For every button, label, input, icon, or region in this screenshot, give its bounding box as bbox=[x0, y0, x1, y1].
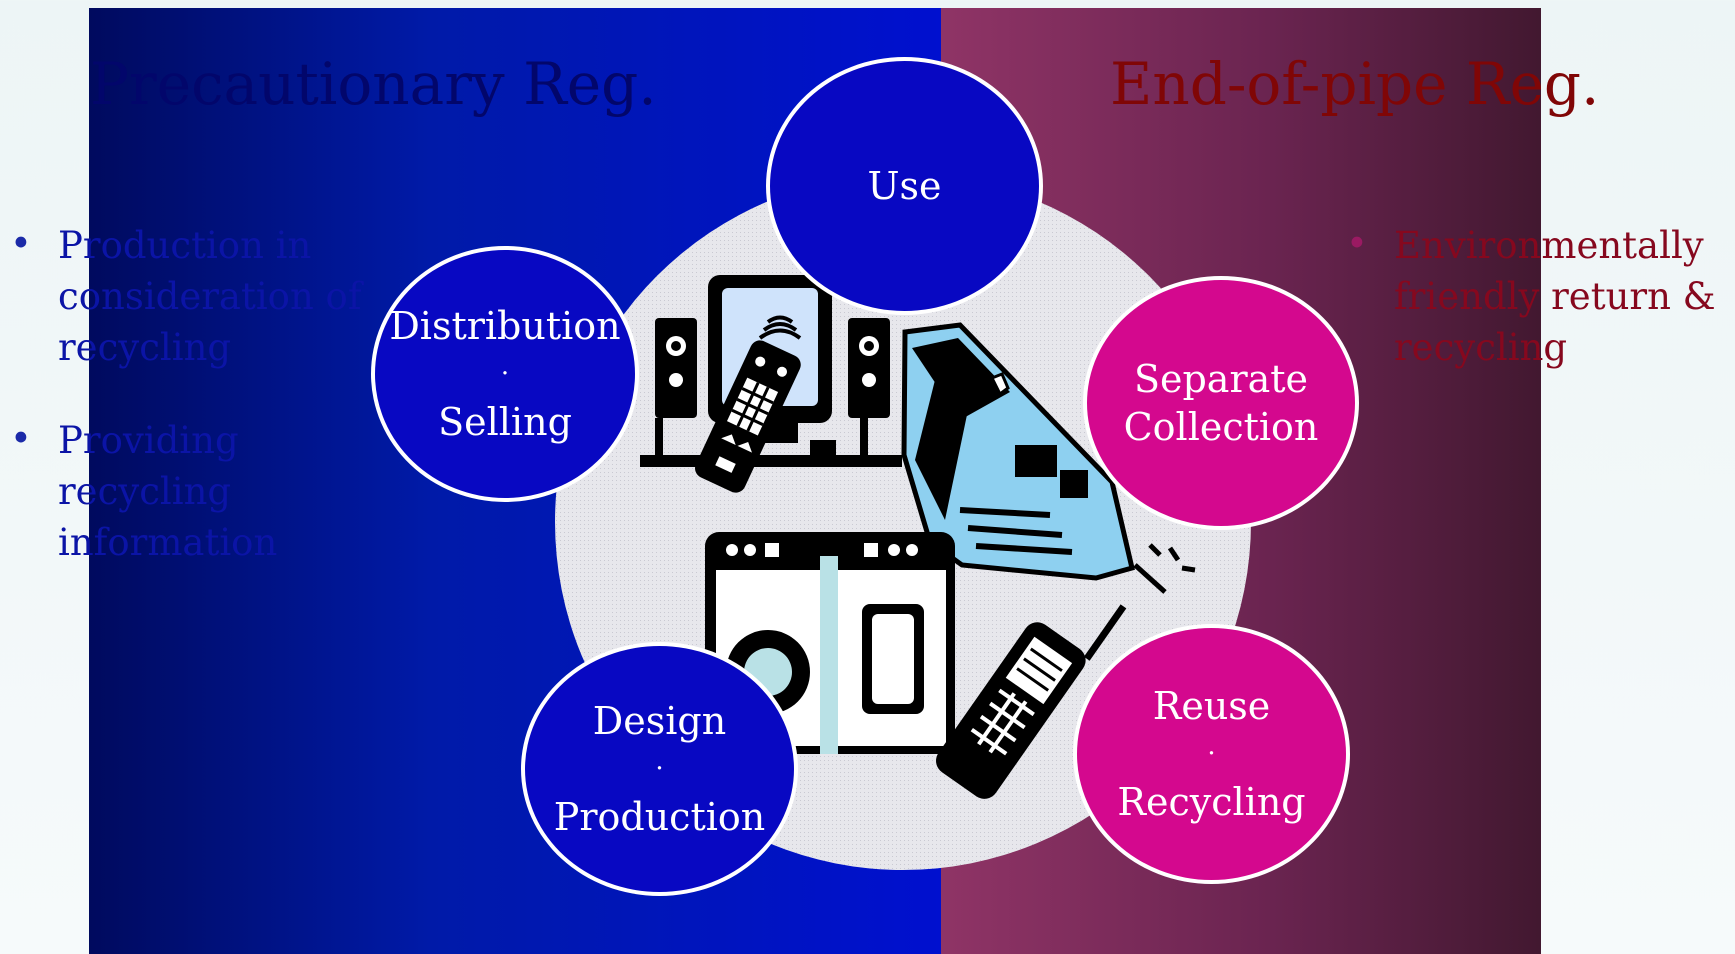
use-stage: Use bbox=[766, 57, 1043, 315]
reuse-recycling-stage: Reuse · Recycling bbox=[1073, 624, 1350, 884]
bullet-marker: • bbox=[10, 222, 32, 265]
stage-label: Use bbox=[867, 164, 942, 208]
stage-separator: · bbox=[1207, 739, 1216, 769]
stage-label-top: Reuse bbox=[1152, 684, 1271, 728]
stage-label-top: Distribution bbox=[389, 304, 621, 348]
stage-label-bottom: Collection bbox=[1123, 405, 1319, 449]
stage-label-top: Separate bbox=[1133, 357, 1309, 401]
bullet-marker: • bbox=[10, 417, 32, 460]
bullet-text: Production in consideration of recycling bbox=[58, 224, 362, 369]
end-of-pipe-bullet-list: • Environmentally friendly return & recy… bbox=[1346, 220, 1735, 415]
precautionary-bullet-list: • Production in consideration of recycli… bbox=[10, 220, 370, 610]
bullet-item: • Providing recycling information bbox=[10, 415, 370, 568]
bullet-marker: • bbox=[1346, 222, 1368, 265]
distribution-selling-stage: Distribution · Selling bbox=[371, 246, 639, 502]
speaker-icon bbox=[655, 318, 890, 418]
stage-separator: · bbox=[500, 359, 510, 389]
stage-label-bottom: Selling bbox=[438, 400, 572, 444]
remote-control-icon bbox=[695, 340, 801, 493]
newspaper-icon bbox=[901, 322, 1135, 581]
end-of-pipe-heading: End-of-pipe Reg. bbox=[1110, 50, 1600, 118]
bullet-item: • Environmentally friendly return & recy… bbox=[1346, 220, 1735, 373]
stage-label-top: Design bbox=[592, 699, 727, 743]
stage-label-bottom: Production bbox=[553, 795, 766, 839]
design-production-stage: Design · Production bbox=[521, 642, 798, 896]
mobile-phone-icon bbox=[936, 543, 1196, 799]
precautionary-heading: Precautionary Reg. bbox=[90, 50, 657, 118]
separate-collection-stage: Separate Collection bbox=[1083, 276, 1359, 530]
bullet-text: Environmentally friendly return & recycl… bbox=[1394, 224, 1716, 369]
bullet-item: • Production in consideration of recycli… bbox=[10, 220, 370, 373]
stage-label-bottom: Recycling bbox=[1117, 780, 1306, 824]
stage-separator: · bbox=[655, 754, 664, 784]
bullet-text: Providing recycling information bbox=[58, 419, 278, 564]
